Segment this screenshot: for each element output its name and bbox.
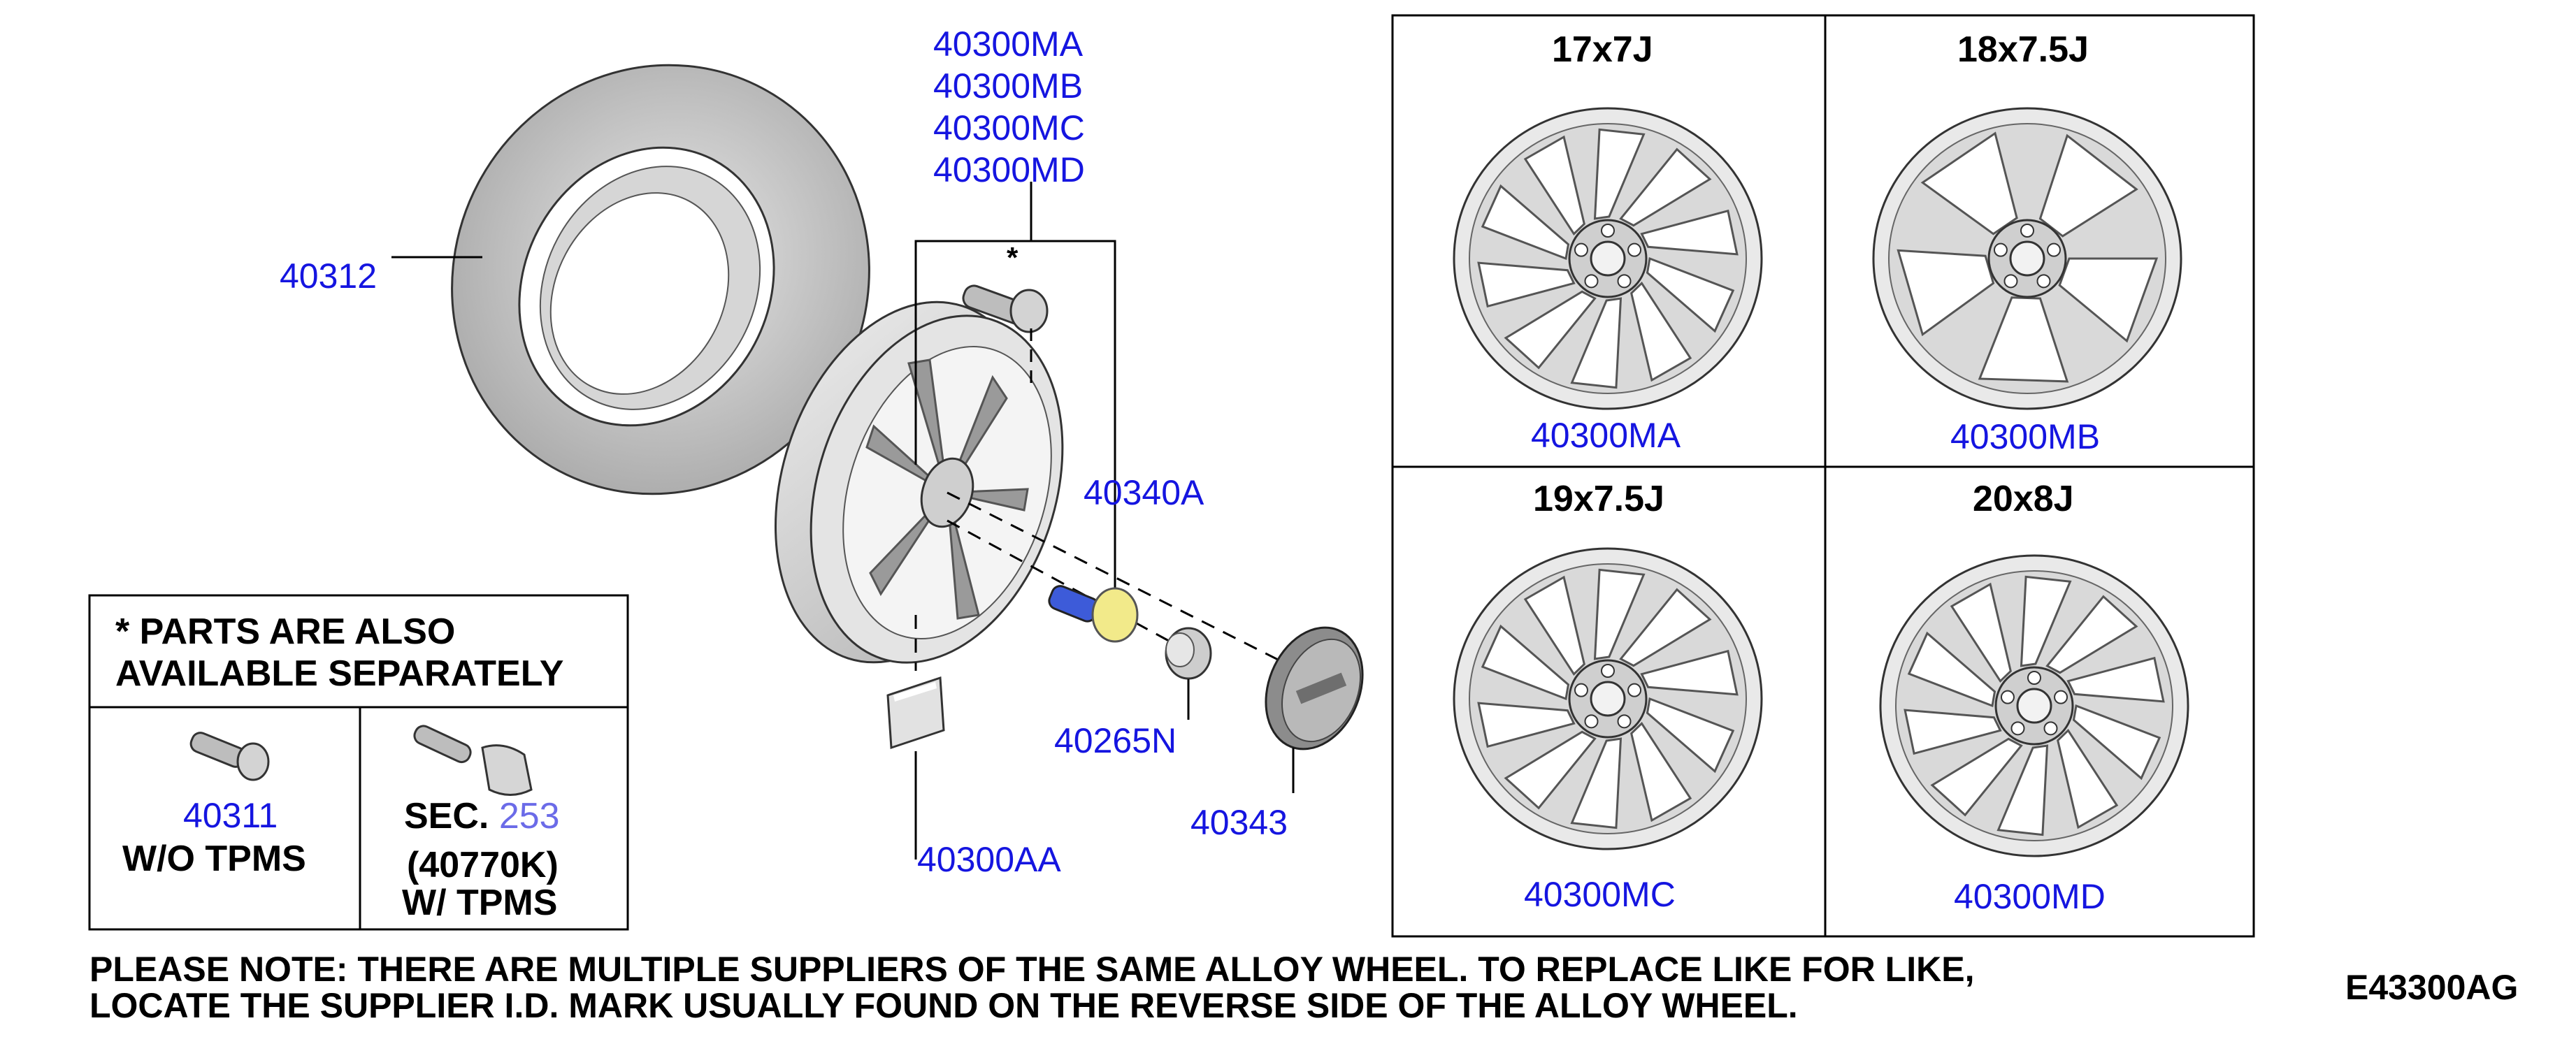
tpms-sensor-illustration: [413, 725, 533, 796]
valve-no-tpms-illustration: [189, 732, 270, 781]
asterisk-marker: *: [1007, 241, 1019, 274]
valve-stem-upper: [962, 284, 1049, 333]
callout-nut[interactable]: 40265N: [1054, 721, 1177, 760]
diagram-code: E43300AG: [2345, 968, 2519, 1007]
tire-illustration: [451, 64, 870, 495]
wheel-size-18: 18x7.5J: [1957, 29, 2089, 70]
note-line-2: AVAILABLE SEPARATELY: [115, 653, 564, 694]
wheel-part-40300md[interactable]: 40300MD: [1954, 877, 2106, 916]
callout-valve-stem[interactable]: 40340A: [1084, 473, 1204, 512]
footer-note-line-1: PLEASE NOTE: THERE ARE MULTIPLE SUPPLIER…: [89, 950, 1975, 989]
wheel-face-4: [1879, 554, 2189, 857]
sec-label: SEC.: [404, 796, 489, 836]
wheel-illustrations: [1453, 107, 2189, 857]
callout-tire[interactable]: 40312: [280, 256, 377, 296]
wheel-size-17: 17x7J: [1552, 29, 1653, 70]
wheel-size-20: 20x8J: [1973, 479, 2074, 519]
callout-wheel-40300md[interactable]: 40300MD: [933, 150, 1085, 189]
wheel-size-19: 19x7.5J: [1533, 479, 1664, 519]
wheel-grid-frame: [1391, 14, 2255, 938]
callout-valve-no-tpms[interactable]: 40311: [183, 796, 278, 835]
center-cap: [1265, 626, 1364, 750]
callout-wheel-40300ma[interactable]: 40300MA: [933, 24, 1084, 64]
wheel-nut: [1165, 627, 1212, 680]
callout-label[interactable]: 40300AA: [917, 840, 1061, 879]
alignment-lines: [914, 491, 1294, 671]
sec-reference: SEC. 253: [404, 798, 560, 834]
note-box-frame: [88, 594, 629, 931]
footer-note-line-2: LOCATE THE SUPPLIER I.D. MARK USUALLY FO…: [89, 986, 1798, 1025]
callout-center-cap[interactable]: 40343: [1190, 803, 1288, 842]
callout-wheel-40300mb[interactable]: 40300MB: [933, 66, 1084, 106]
wheel-part-40300mb[interactable]: 40300MB: [1950, 417, 2101, 456]
valve-stem-tpms: [1048, 585, 1139, 643]
callout-wheel-40300mc[interactable]: 40300MC: [933, 108, 1085, 147]
tpms-desc: W/ TPMS: [402, 883, 558, 923]
wheel-face-2: [1872, 107, 2182, 410]
note-line-1: * PARTS ARE ALSO: [115, 611, 456, 652]
wheel-part-40300mc[interactable]: 40300MC: [1524, 875, 1676, 914]
wheel-face-3: [1453, 547, 1763, 850]
rim-illustration: [775, 300, 1064, 664]
tpms-part-number: (40770K): [407, 845, 559, 885]
label-plate: [886, 676, 945, 750]
valve-no-tpms-desc: W/O TPMS: [122, 839, 306, 879]
wheel-bracket: [914, 182, 1116, 608]
sec-number[interactable]: 253: [498, 796, 560, 836]
wheel-part-40300ma[interactable]: 40300MA: [1531, 416, 1681, 455]
wheel-face-1: [1453, 107, 1763, 410]
